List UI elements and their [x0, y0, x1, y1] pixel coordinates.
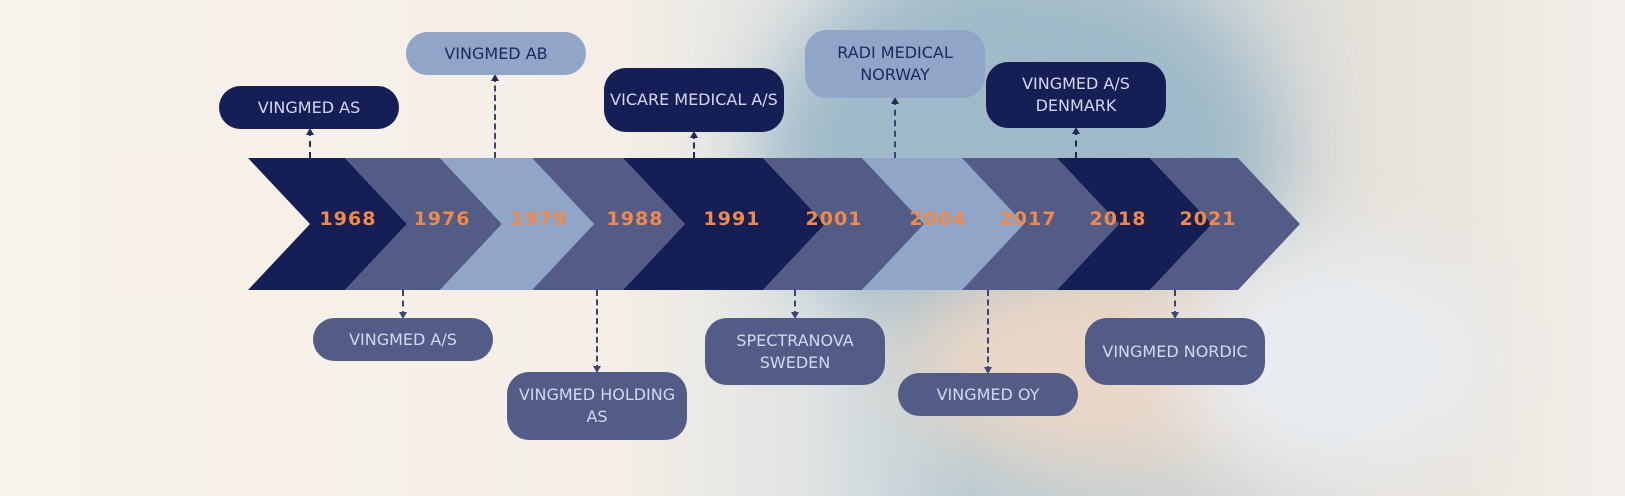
year-2018: 2018	[1089, 208, 1147, 230]
event-box-2001: SPECTRANOVA SWEDEN	[705, 318, 885, 385]
event-box-2017: VINGMED OY	[898, 373, 1078, 416]
chevron-1976	[345, 158, 502, 290]
chevron-1968	[248, 158, 407, 290]
event-box-1976: VINGMED A/S	[313, 318, 493, 361]
event-box-1979: VINGMED AB	[406, 32, 586, 75]
connector-2004	[891, 97, 899, 158]
chevron-2001	[763, 158, 924, 290]
event-box-1968: VINGMED AS	[219, 86, 399, 129]
connector-2017	[984, 290, 992, 374]
chevron-2018	[1057, 158, 1212, 290]
year-1991: 1991	[703, 208, 761, 230]
chevron-2017	[962, 158, 1119, 290]
event-box-2004: RADI MEDICAL NORWAY	[805, 30, 985, 98]
year-2021: 2021	[1179, 208, 1237, 230]
connector-2018	[1072, 127, 1080, 158]
connector-1976	[399, 290, 407, 319]
event-box-1988: VINGMED HOLDING AS	[507, 372, 687, 440]
event-box-2018: VINGMED A/S DENMARK	[986, 62, 1166, 128]
connector-1988	[593, 290, 601, 373]
connector-2001	[791, 290, 799, 319]
event-box-1991: VICARE MEDICAL A/S	[604, 68, 784, 132]
year-1988: 1988	[606, 208, 664, 230]
connector-1968	[306, 128, 314, 158]
year-1979: 1979	[510, 208, 568, 230]
chevron-1988	[532, 158, 685, 290]
chevron-2004	[862, 158, 1024, 290]
year-2004: 2004	[909, 208, 967, 230]
year-1976: 1976	[413, 208, 471, 230]
chevron-1979	[440, 158, 594, 290]
event-box-2021: VINGMED NORDIC	[1085, 318, 1265, 385]
connector-2021	[1171, 290, 1179, 319]
timeline-backdrop	[112, 155, 272, 295]
year-2017: 2017	[999, 208, 1057, 230]
year-1968: 1968	[319, 208, 377, 230]
connector-1979	[491, 74, 499, 158]
chevron-1991	[623, 158, 825, 290]
chevron-2021	[1150, 158, 1300, 290]
connector-1991	[690, 131, 698, 158]
year-2001: 2001	[805, 208, 863, 230]
